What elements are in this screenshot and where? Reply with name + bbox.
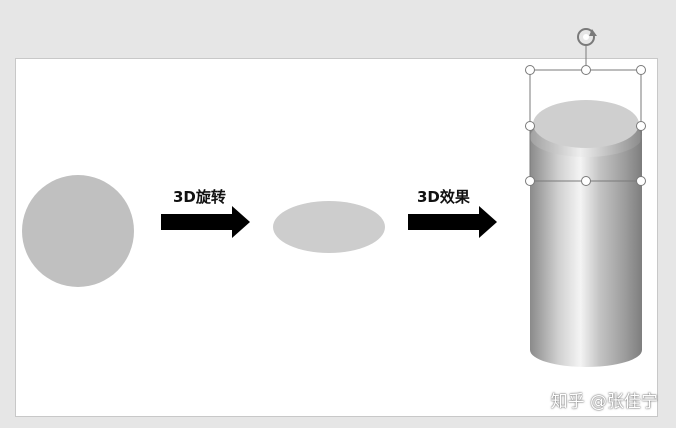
cylinder-shape[interactable] bbox=[530, 100, 642, 367]
watermark: 知乎 @张佳宁 bbox=[550, 392, 658, 412]
step2-label: 3D效果 bbox=[417, 188, 470, 206]
arrow-right-icon[interactable] bbox=[408, 206, 497, 238]
resize-handle[interactable] bbox=[525, 65, 646, 186]
rotate-handle-icon[interactable] bbox=[577, 28, 597, 46]
circle-shape[interactable] bbox=[22, 175, 134, 287]
arrow-right-icon[interactable] bbox=[161, 206, 250, 238]
ellipse-shape[interactable] bbox=[273, 201, 385, 253]
step1-label: 3D旋转 bbox=[173, 188, 226, 206]
